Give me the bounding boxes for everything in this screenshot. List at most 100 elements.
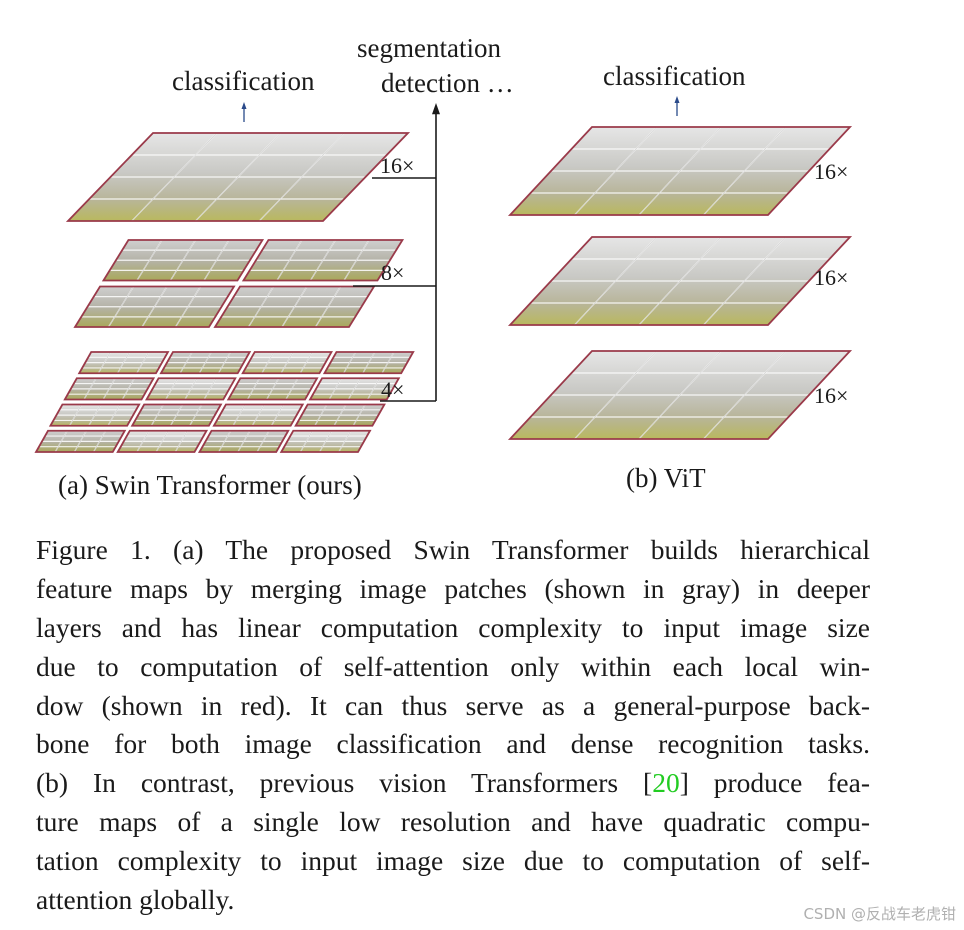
patch-grid-shadow <box>131 132 217 222</box>
patch-grid-shadow <box>266 378 279 400</box>
patch-grid-shadow <box>252 404 265 426</box>
left-subcaption: (a) Swin Transformer (ours) <box>58 470 362 500</box>
swin-8x-window-window-border <box>241 239 405 282</box>
swin-8x-window <box>101 239 265 282</box>
patch-grid-shadow <box>259 132 345 222</box>
patch-grid-shadow <box>574 236 657 326</box>
swin-16x-window <box>65 132 411 222</box>
patch-grid-shadow <box>74 430 87 453</box>
patch-grid-shadow <box>170 239 196 281</box>
right-multiplier-16x-bottom: 16× <box>814 383 849 408</box>
patch-grid-shadow <box>232 404 246 426</box>
swin-4x-window <box>226 377 319 401</box>
patch-grid-shadow <box>256 430 270 453</box>
caption-line: due to computation of self-attention onl… <box>36 650 870 682</box>
detection-label: detection … <box>381 68 514 98</box>
vit-layer-middle <box>507 236 853 326</box>
swin-4x-window <box>145 377 237 401</box>
patch-grid-shadow <box>333 404 347 426</box>
patch-grid-shadow <box>195 132 281 222</box>
patch-grid-shadow <box>703 126 786 216</box>
patch-grid-shadow <box>203 239 230 281</box>
segmentation-label: segmentation <box>357 33 501 63</box>
patch-grid-shadow <box>141 286 168 328</box>
swin-4x-window <box>279 429 372 453</box>
left-multiplier-16x: 16× <box>380 153 415 178</box>
patch-grid-shadow <box>122 378 135 400</box>
patch-grid-shadow <box>136 430 150 453</box>
caption-line: feature maps by merging image patches (s… <box>36 572 870 604</box>
patch-grid-shadow <box>281 286 308 328</box>
patch-grid-shadow <box>218 351 231 374</box>
caption-line: layers and has linear computation comple… <box>36 611 870 643</box>
swin-4x-window-window-border <box>226 377 319 401</box>
patch-grid-shadow <box>703 236 786 326</box>
swin-4x-window-window-border <box>48 403 141 427</box>
swin-8x-window <box>73 285 236 328</box>
swin-4x-window <box>308 377 401 401</box>
left-classification-label: classification <box>172 66 315 96</box>
swin-4x-window-window-border <box>77 351 170 375</box>
patch-grid-shadow <box>136 239 163 281</box>
swin-4x-window <box>159 351 252 375</box>
patch-grid-shadow <box>329 378 342 400</box>
swin-4x-window <box>48 403 141 427</box>
reference-link[interactable]: 20 <box>652 767 680 799</box>
swin-4x-window-window-border <box>63 377 156 401</box>
patch-grid-shadow <box>703 350 786 440</box>
watermark: CSDN @反战车老虎钳 <box>803 905 956 923</box>
patch-grid-shadow <box>638 236 722 326</box>
patch-grid-shadow <box>367 378 380 400</box>
left-multiplier-8x: 8× <box>381 260 405 285</box>
patch-grid-shadow <box>276 239 303 281</box>
left-multiplier-4x: 4× <box>381 377 405 402</box>
patch-grid-shadow <box>199 351 212 374</box>
patch-grid-shadow <box>203 378 217 400</box>
swin-4x-window-window-border <box>145 377 237 401</box>
vit-layer-top <box>507 126 853 216</box>
swin-4x-window <box>294 403 386 427</box>
trunk-arrowhead <box>432 103 440 115</box>
caption-line: attention globally. <box>36 884 235 916</box>
swin-4x-window <box>130 403 223 427</box>
patch-grid-shadow <box>310 239 336 281</box>
swin-4x-window <box>241 351 333 375</box>
swin-4x-window-window-border <box>212 403 305 427</box>
swin-4x-window <box>77 351 170 375</box>
vit-layer-bottom <box>507 350 853 440</box>
arrows <box>241 96 680 402</box>
swin-4x-window <box>116 429 209 453</box>
patch-grid-shadow <box>352 404 366 426</box>
caption-text: (b) In contrast, previous vision Transfo… <box>36 767 653 799</box>
patch-grid-shadow <box>314 404 328 426</box>
swin-8x-window-window-border <box>101 239 265 282</box>
patch-grid-shadow <box>348 378 361 400</box>
patch-grid-shadow <box>300 430 313 453</box>
swin-4x-window <box>34 429 127 453</box>
swin-4x-window <box>197 429 290 453</box>
patch-grid-shadow <box>343 239 370 281</box>
patch-grid-shadow <box>271 404 284 426</box>
caption-line: Figure 1. (a) The proposed Swin Transfor… <box>36 534 870 565</box>
patch-grid-shadow <box>83 378 97 400</box>
swin-4x-window-window-border <box>322 351 415 375</box>
patch-grid-shadow <box>189 404 202 426</box>
patch-grid-shadow <box>248 286 274 328</box>
patch-grid-shadow <box>93 430 106 453</box>
swin-4x-window-window-border <box>116 429 209 453</box>
patch-grid-shadow <box>54 430 68 453</box>
swin-4x-window-window-border <box>241 351 333 375</box>
swin-4x-window-window-border <box>308 377 401 401</box>
patch-grid-shadow <box>88 404 101 426</box>
vit-layer-bottom-window-border <box>507 350 853 440</box>
feature-map-layers <box>34 126 853 453</box>
left-classification-arrowhead <box>241 102 247 109</box>
patch-grid-shadow <box>247 378 260 400</box>
patch-grid-shadow <box>184 378 198 400</box>
swin-4x-window-window-border <box>294 403 386 427</box>
patch-grid-shadow <box>151 404 164 426</box>
swin-8x-window <box>241 239 405 282</box>
patch-grid-shadow <box>381 351 395 374</box>
caption-line: tation complexity to input image size du… <box>36 845 870 877</box>
patch-grid-shadow <box>218 430 231 453</box>
